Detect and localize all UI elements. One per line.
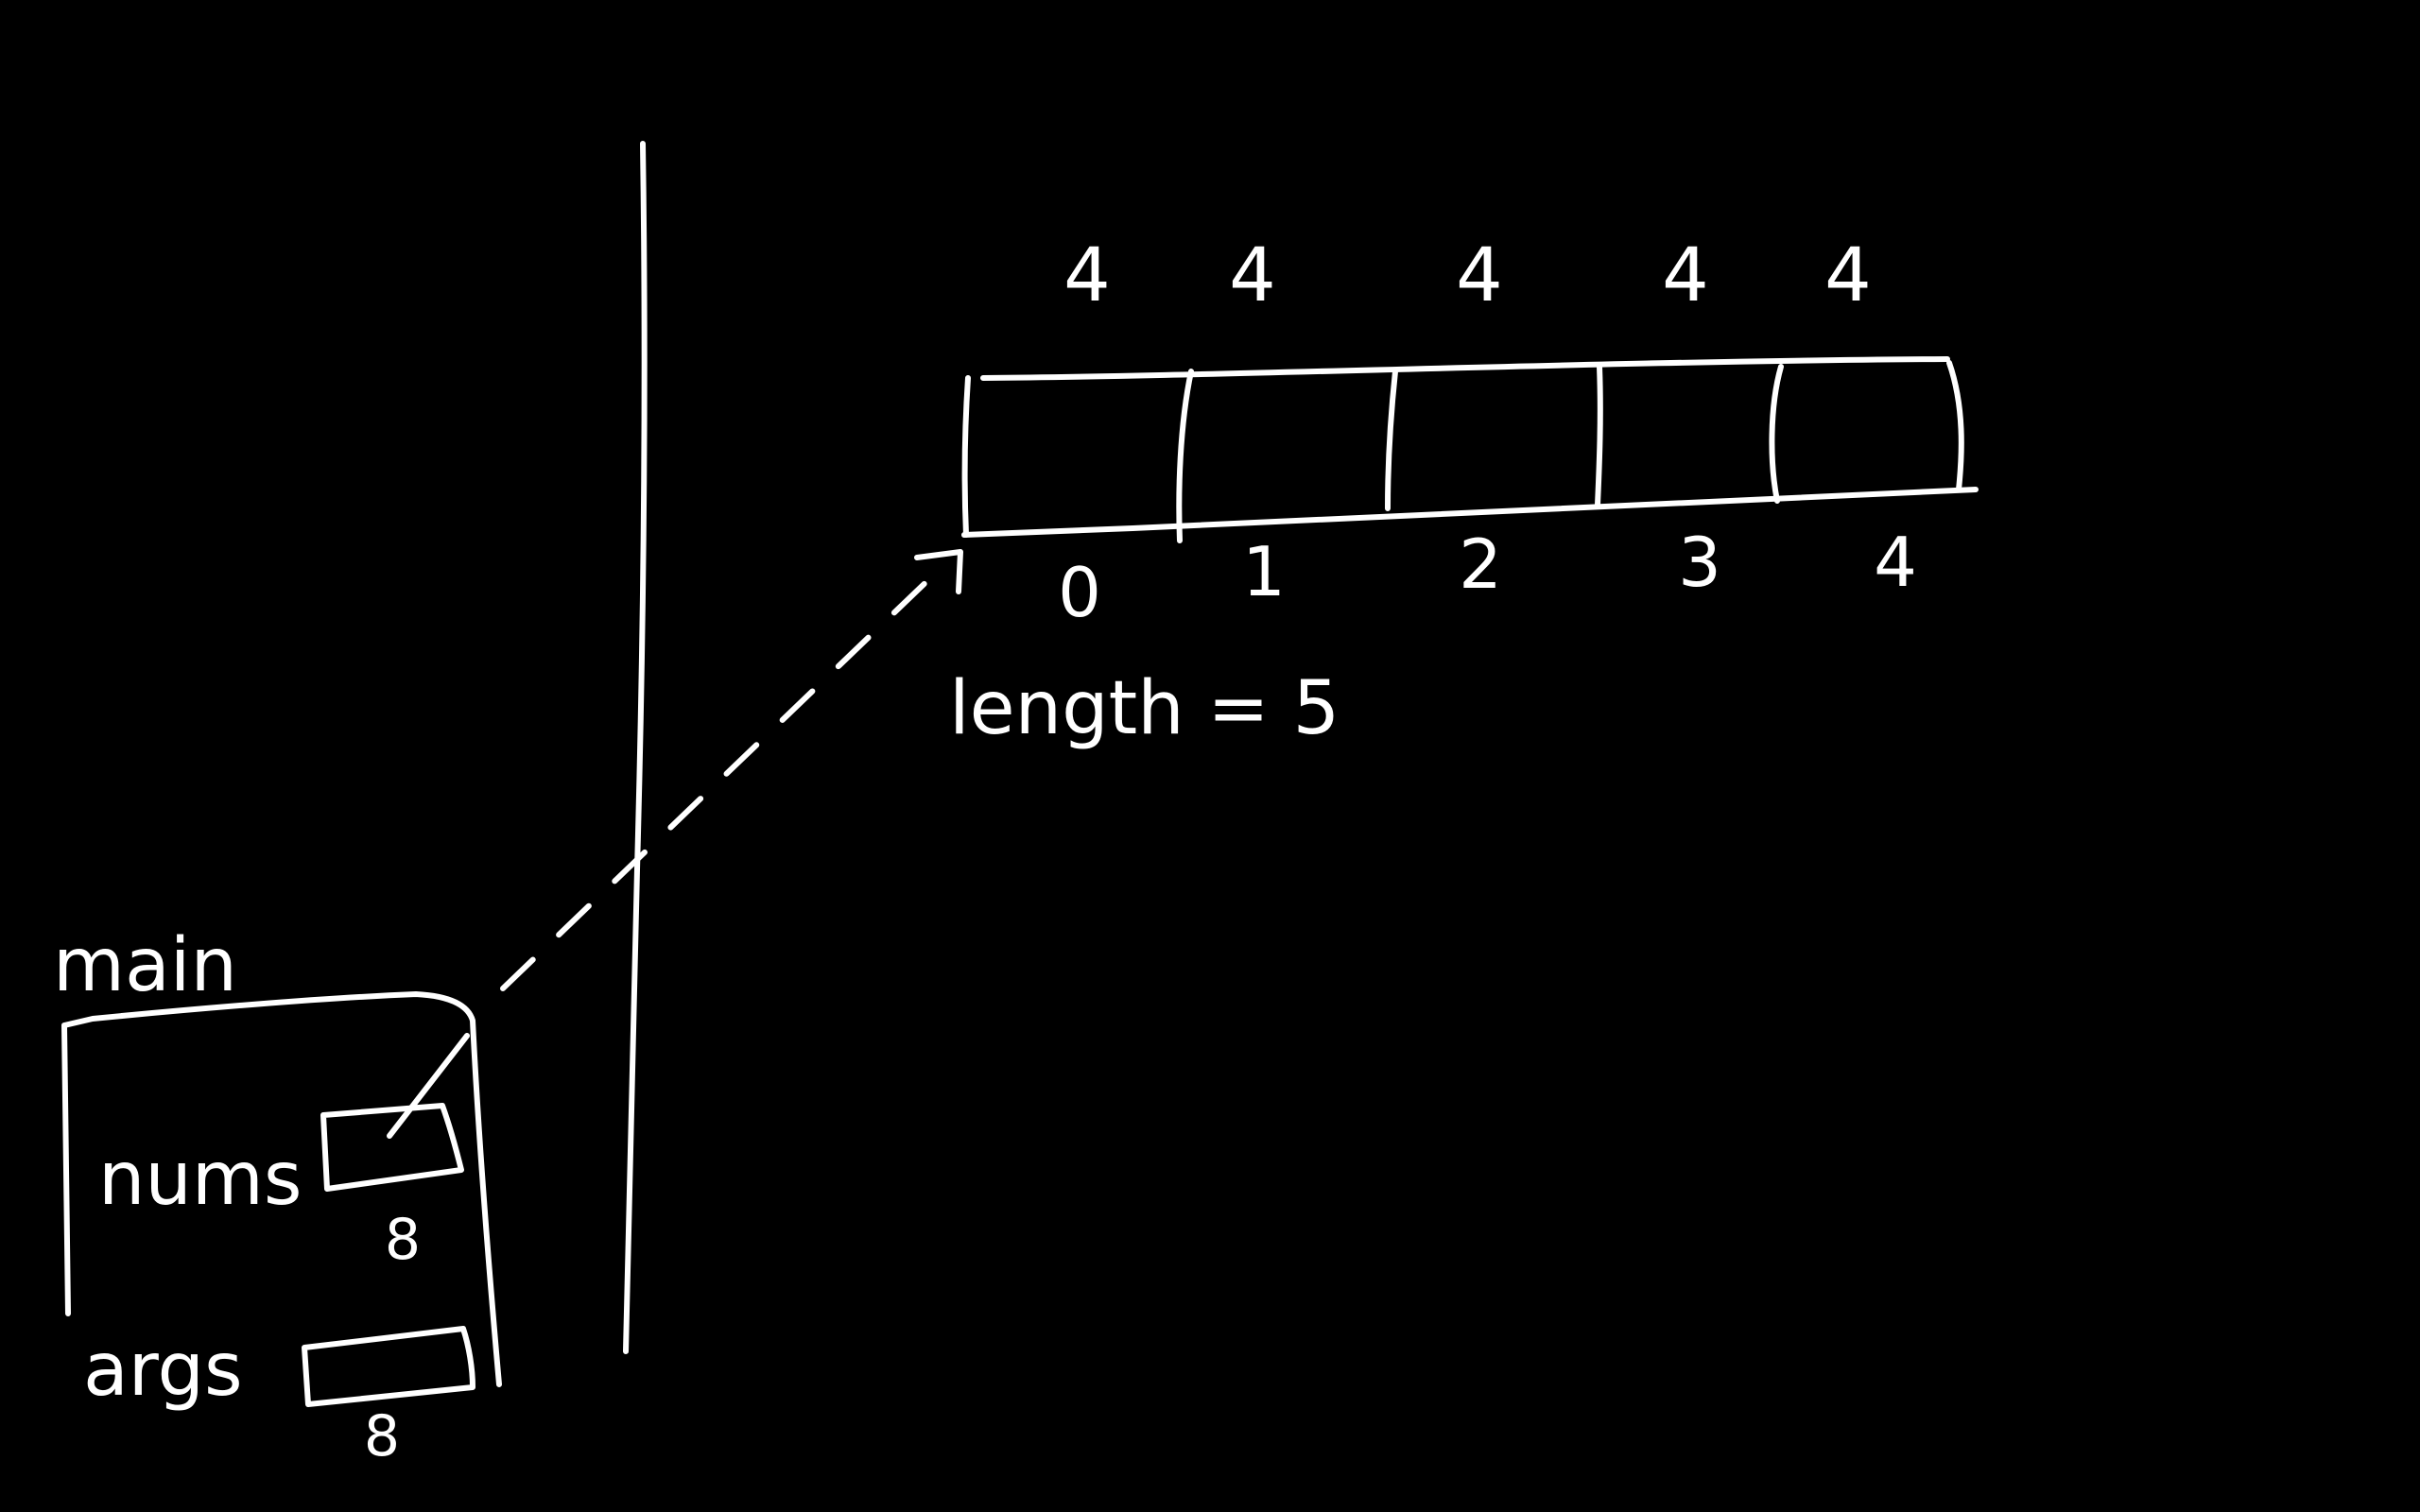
- array-element-size-3: 4: [1662, 233, 1709, 318]
- variable-args-size: 8: [364, 1403, 400, 1469]
- array-divider-2: [1385, 369, 1398, 511]
- variable-args-label: args: [83, 1328, 243, 1413]
- variable-nums-box: [320, 1103, 464, 1192]
- array-left-edge: [961, 375, 971, 538]
- variable-args: args 8: [83, 1326, 475, 1469]
- stack-frame-name: main: [53, 923, 237, 1008]
- array-index-4: 4: [1874, 523, 1917, 602]
- reference-line-dashed: [500, 570, 939, 991]
- array-element-sizes: 4 4 4 4 4: [1063, 233, 1872, 318]
- nums-reference-arrow: [387, 549, 963, 1139]
- array-element-size-0: 4: [1063, 233, 1111, 318]
- stack-frame-main: main: [53, 923, 502, 1387]
- array-indices: 0 1 2 3 4: [1058, 523, 1917, 632]
- stack-heap-divider: [623, 141, 648, 1354]
- array-element-size-4: 4: [1824, 233, 1872, 318]
- array-top-edge: [980, 356, 1950, 381]
- array-element-size-2: 4: [1456, 233, 1503, 318]
- heap-array: [961, 356, 1979, 543]
- variable-args-box: [302, 1326, 475, 1407]
- array-bottom-edge: [961, 487, 1979, 538]
- array-divider-1: [1176, 369, 1194, 543]
- array-element-size-1: 4: [1229, 233, 1276, 318]
- arrow-head-icon: [914, 549, 963, 594]
- array-index-2: 2: [1459, 524, 1502, 604]
- reference-line-solid: [387, 1033, 470, 1139]
- array-divider-3: [1595, 364, 1603, 507]
- array-length-label: length = 5: [949, 666, 1340, 751]
- variable-nums-size: 8: [385, 1207, 421, 1273]
- array-index-0: 0: [1058, 553, 1101, 632]
- array-index-3: 3: [1678, 523, 1721, 602]
- array-right-edge: [1946, 360, 1964, 492]
- array-index-1: 1: [1242, 532, 1286, 611]
- array-divider-4: [1769, 364, 1784, 504]
- variable-nums: nums 8: [98, 1103, 464, 1273]
- stack-frame-outline: [61, 991, 502, 1387]
- variable-nums-label: nums: [98, 1137, 302, 1222]
